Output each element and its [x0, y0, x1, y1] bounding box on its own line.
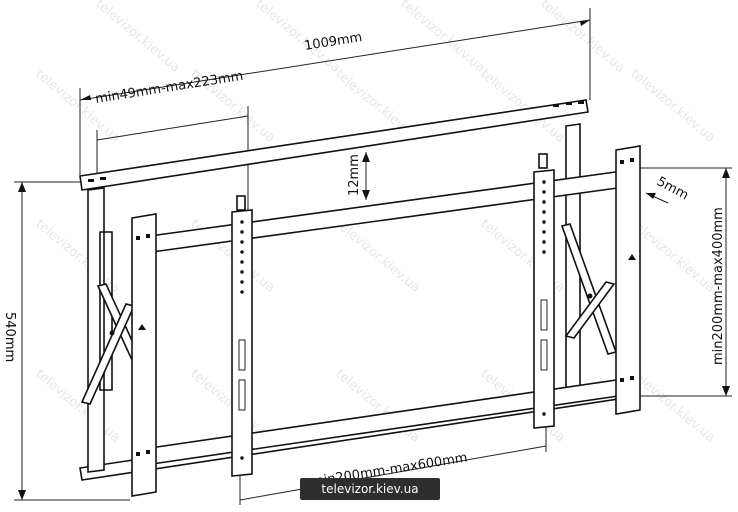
- left-plate-holes: [136, 234, 150, 456]
- right-tv-plate: [615, 145, 641, 415]
- top-wall-rail: [79, 99, 589, 191]
- left-vertical-strip: [231, 209, 253, 477]
- vertical-range-label: min200mm-max400mm: [711, 207, 726, 365]
- watermark: televizor.kiev.ua: [32, 67, 122, 146]
- top-rail-holes: [88, 101, 584, 182]
- watermark: televizor.kiev.ua: [537, 0, 627, 76]
- right-vertical-strip: [533, 169, 555, 429]
- wall-mount-bracket: [79, 99, 641, 497]
- adjust-dimension-line: [96, 115, 249, 141]
- horizontal-range-dimension-line: [239, 445, 547, 501]
- left-wall-bracket: [87, 187, 105, 473]
- width-dimension-line: [79, 19, 591, 101]
- watermark: televizor.kiev.ua: [627, 217, 717, 296]
- watermark: televizor.kiev.ua: [332, 217, 422, 296]
- tv-top-rail: [149, 169, 633, 253]
- watermark: televizor.kiev.ua: [32, 367, 122, 446]
- left-tv-plate: [131, 213, 157, 497]
- right-plate-holes: [620, 158, 636, 382]
- footer-site-label: televizor.kiev.ua: [321, 482, 419, 496]
- watermark: televizor.kiev.ua: [32, 217, 122, 296]
- watermark: televizor.kiev.ua: [92, 0, 182, 76]
- height-label: 540mm: [2, 312, 17, 362]
- left-strip-slots: [238, 220, 246, 460]
- watermark: televizor.kiev.ua: [627, 367, 717, 446]
- watermark: televizor.kiev.ua: [627, 67, 717, 146]
- dimension-lines: [14, 8, 732, 505]
- footer-badge: [300, 478, 440, 500]
- overall-width-label: 1009mm: [303, 30, 363, 54]
- right-strip-slots: [540, 180, 548, 416]
- gap-label: 12mm: [347, 154, 362, 196]
